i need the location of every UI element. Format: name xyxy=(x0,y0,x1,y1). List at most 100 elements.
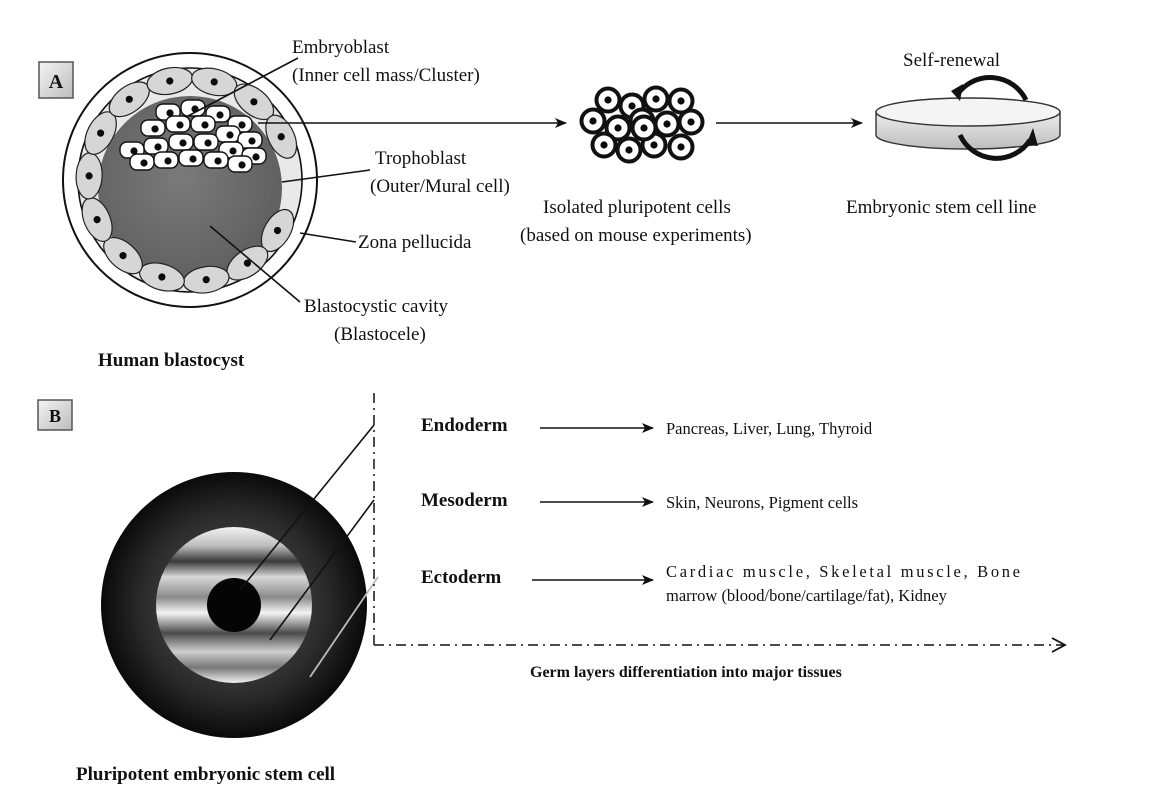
embryoblast-pointer xyxy=(187,57,299,117)
cell-nucleus xyxy=(625,146,633,154)
self-renewal-label: Self-renewal xyxy=(903,50,1000,71)
cell-nucleus xyxy=(604,96,612,104)
endoderm-tissues: Pancreas, Liver, Lung, Thyroid xyxy=(666,419,873,438)
embryoblast-cell xyxy=(203,151,229,169)
trophoblast-cell xyxy=(265,114,298,159)
cell-nucleus xyxy=(164,157,172,165)
pluripotent-cell xyxy=(653,110,681,138)
embryoblast-cell xyxy=(153,151,179,169)
cell-nucleus xyxy=(687,118,695,126)
cell-nucleus xyxy=(166,109,174,117)
cell-nucleus xyxy=(125,95,133,103)
cell-nucleus xyxy=(216,111,224,119)
pluripotent-cell xyxy=(590,131,618,159)
embryoblast-cell xyxy=(129,153,155,171)
trophoblast-cell xyxy=(260,208,295,253)
embryoblast-cell xyxy=(215,125,241,143)
embryoblast-cell xyxy=(168,133,194,151)
cell-nucleus xyxy=(628,102,636,110)
cell-nucleus xyxy=(640,124,648,132)
blastocyst-caption: Human blastocyst xyxy=(98,350,245,371)
axis-caption: Germ layers differentiation into major t… xyxy=(530,664,842,681)
isolated-sublabel: (based on mouse experiments) xyxy=(520,225,752,246)
cell-nucleus xyxy=(166,77,174,85)
pluripotent-cell xyxy=(667,133,695,161)
cell-nucleus xyxy=(226,131,234,139)
cell-nucleus xyxy=(600,141,608,149)
trophoblast-cell xyxy=(81,197,113,242)
trophoblast-cell xyxy=(138,262,185,292)
cell-nucleus xyxy=(614,124,622,132)
cell-nucleus xyxy=(96,129,105,137)
cell-nucleus xyxy=(179,139,187,147)
embryoblast-label: Embryoblast xyxy=(292,37,390,58)
cell-nucleus xyxy=(210,78,218,86)
cell-nucleus xyxy=(189,155,197,163)
embryoblast-cell xyxy=(180,99,206,117)
cell-nucleus xyxy=(248,137,256,145)
cavity-pointer xyxy=(209,225,301,303)
cell-nucleus xyxy=(238,161,246,169)
zona-pointer xyxy=(299,232,357,243)
cell-nucleus xyxy=(677,143,685,151)
cell-nucleus xyxy=(119,252,127,260)
badge-a-label: A xyxy=(49,71,64,93)
pluripotent-cell xyxy=(630,114,658,142)
stem-cell-caption: Pluripotent embryonic stem cell xyxy=(76,764,335,785)
inner-cell-mass xyxy=(119,99,267,173)
trophoblast-cell xyxy=(84,111,117,155)
embryoblast-cell xyxy=(140,119,166,137)
cell-nucleus xyxy=(250,98,258,106)
cell-nucleus xyxy=(214,157,222,165)
layer-ectoderm: Ectoderm xyxy=(421,567,501,588)
cell-nucleus xyxy=(677,97,685,105)
trophoblast-cell xyxy=(182,265,230,294)
layer-mesoderm: Mesoderm xyxy=(421,490,508,511)
pluripotent-cell xyxy=(642,85,670,113)
cavity-label: Blastocystic cavity xyxy=(304,296,449,317)
cell-nucleus xyxy=(663,120,671,128)
axis-arrowhead xyxy=(1051,637,1067,653)
zona-pellucida-label: Zona pellucida xyxy=(358,232,472,253)
cell-nucleus xyxy=(201,121,209,129)
embryoblast-cell xyxy=(227,155,253,173)
endoderm-pointer xyxy=(239,424,375,591)
badge-b-label: B xyxy=(49,406,61,426)
trophoblast-sublabel: (Outer/Mural cell) xyxy=(370,176,510,197)
cell-nucleus xyxy=(238,121,246,129)
cell-nucleus xyxy=(229,147,237,155)
trophoblast-cell xyxy=(146,66,194,96)
embryoblast-cell xyxy=(143,137,169,155)
pluripotent-cell xyxy=(594,86,622,114)
embryoblast-cell xyxy=(178,149,204,167)
cell-nucleus xyxy=(93,216,101,224)
cell-nucleus xyxy=(650,141,658,149)
trophoblast-pointer xyxy=(281,169,371,183)
cell-nucleus xyxy=(154,143,162,151)
pluripotent-stem-cell-illustration xyxy=(101,472,367,738)
cell-nucleus xyxy=(204,139,212,147)
mesoderm-tissues: Skin, Neurons, Pigment cells xyxy=(666,493,858,512)
self-renewal-cycle-icon xyxy=(951,75,1038,161)
badge-a: A xyxy=(38,61,74,99)
cell-nucleus xyxy=(277,133,285,141)
cell-nucleus xyxy=(151,125,159,133)
ectoderm-tissues-line2: marrow (blood/bone/cartilage/fat), Kidne… xyxy=(666,586,948,605)
ectoderm-pointer xyxy=(309,576,379,678)
human-blastocyst-illustration xyxy=(62,52,318,308)
cell-nucleus xyxy=(176,121,184,129)
cell-nucleus xyxy=(140,159,148,167)
isolated-pluripotent-cells xyxy=(579,85,705,164)
cell-nucleus xyxy=(130,147,138,155)
cell-nucleus xyxy=(252,153,260,161)
pluripotent-cell xyxy=(667,87,695,115)
isolated-label: Isolated pluripotent cells xyxy=(543,197,731,218)
embryoblast-cell xyxy=(193,133,219,151)
trophoblast-cell xyxy=(75,152,103,200)
stem-cell-line-label: Embryonic stem cell line xyxy=(846,197,1036,218)
trophoblast-cells xyxy=(75,66,298,294)
pluripotent-cell xyxy=(677,108,705,136)
pluripotent-cell xyxy=(604,114,632,142)
mesoderm-pointer xyxy=(269,499,375,641)
endoderm-core xyxy=(207,578,261,632)
